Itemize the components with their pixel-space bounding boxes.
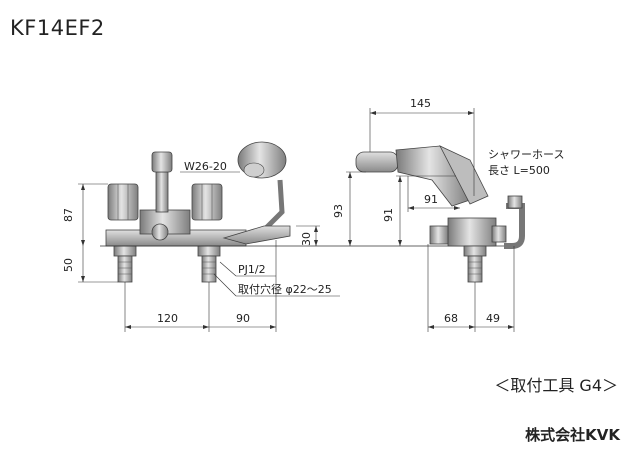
hose-label-line1: シャワーホース — [488, 148, 564, 161]
model-number: KF14EF2 — [10, 16, 105, 40]
arrowheads — [81, 111, 514, 329]
dim-30: 30 — [300, 232, 313, 246]
dim-91-vertical: 91 — [382, 208, 395, 222]
spout-stem — [155, 171, 169, 213]
side-shower-head — [355, 151, 399, 173]
tool-note: ＜取付工具 G4＞ — [494, 376, 618, 395]
center-knob — [151, 223, 169, 241]
dim-50: 50 — [62, 258, 75, 272]
dim-68: 68 — [444, 312, 458, 325]
dim-145: 145 — [410, 97, 431, 110]
dim-91-horizontal: 91 — [424, 193, 438, 206]
side-supply-nut — [463, 245, 487, 257]
mount-hole-label: 取付穴径 φ22～25 — [238, 282, 332, 296]
right-supply-pipe — [201, 255, 217, 283]
side-supply-pipe — [467, 255, 483, 283]
thread-label: W26-20 — [184, 160, 227, 173]
left-supply-nut — [113, 245, 137, 257]
dim-120: 120 — [157, 312, 178, 325]
dimension-lines — [78, 108, 515, 332]
dim-90: 90 — [236, 312, 250, 325]
right-handle — [191, 183, 223, 221]
pipe-thread-label: PJ1/2 — [238, 263, 266, 276]
front-view — [105, 141, 291, 283]
right-supply-nut — [197, 245, 221, 257]
side-hose-connector — [504, 203, 525, 249]
spout-cap — [151, 151, 173, 173]
left-handle — [107, 183, 139, 221]
dim-93: 93 — [332, 204, 345, 218]
dim-49: 49 — [486, 312, 500, 325]
hose-label-line2: 長さ L=500 — [488, 164, 550, 177]
brand-logo: 株式会社KVK — [525, 426, 620, 444]
dim-87: 87 — [62, 208, 75, 222]
left-supply-pipe — [117, 255, 133, 283]
side-valve-body — [447, 217, 497, 247]
side-view — [355, 145, 525, 283]
